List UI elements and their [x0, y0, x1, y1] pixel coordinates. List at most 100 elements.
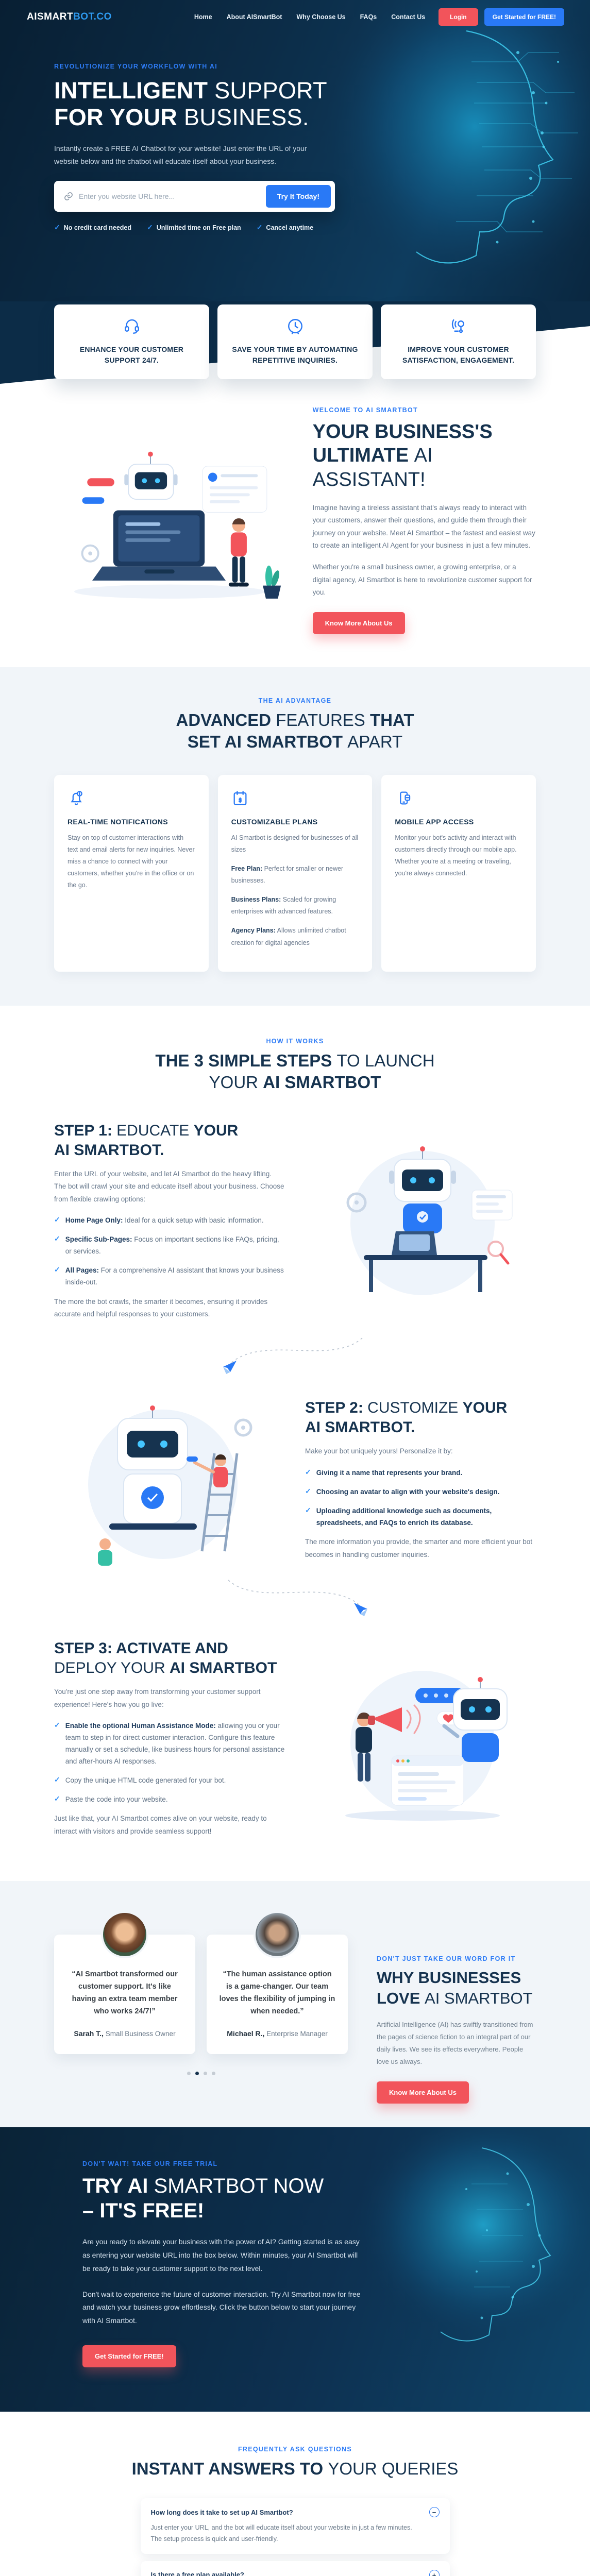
- welcome-paragraph-2: Whether you're a small business owner, a…: [312, 563, 532, 596]
- binary-face-graphic: [353, 2127, 590, 2344]
- testimonials-paragraph: Artificial Intelligence (AI) has swiftly…: [377, 2020, 533, 2065]
- carousel-dot[interactable]: [187, 2071, 191, 2075]
- engagement-icon: [449, 319, 468, 337]
- check-icon: ✓: [54, 1234, 60, 1243]
- brand-logo: AISMARTBOT.CO: [27, 11, 112, 22]
- check-icon: ✓: [305, 1486, 311, 1495]
- nav-links: Home About AISmartBot Why Choose Us FAQs…: [194, 13, 425, 21]
- avatar-sarah: [101, 1911, 148, 1959]
- benefit-card-support: ENHANCE YOUR CUSTOMER SUPPORT 24/7.: [54, 304, 209, 379]
- hero-title: INTELLIGENT SUPPORT FOR YOUR BUSINESS.: [54, 77, 327, 131]
- free-trial-heading: TRY AI SMARTBOT NOW – IT'S FREE!: [82, 2174, 324, 2222]
- feature-card-mobile: MOBILE APP ACCESS Monitor your bot's act…: [381, 774, 536, 972]
- free-trial-paragraph-2: Don't wait to experience the future of c…: [82, 2290, 361, 2325]
- carousel-dot-active[interactable]: [195, 2071, 199, 2075]
- check-icon: ✓: [54, 1215, 60, 1224]
- testimonial-quote: “The human assistance option is a game-c…: [219, 1970, 335, 2015]
- faq-question: How long does it take to set up AI Smart…: [150, 2508, 293, 2516]
- website-url-form: Try It Today!: [54, 181, 335, 212]
- know-more-button[interactable]: Know More About Us: [312, 612, 405, 635]
- check-icon: ✓: [305, 1505, 311, 1514]
- benefit-card-time: SAVE YOUR TIME BY AUTOMATING REPETITIVE …: [217, 304, 373, 379]
- check-icon: ✓: [305, 1467, 311, 1476]
- benefit-card-satisfaction: IMPROVE YOUR CUSTOMER SATISFACTION, ENGA…: [381, 304, 536, 379]
- hero-description: Instantly create a FREE AI Chatbot for y…: [54, 144, 307, 165]
- faq-question: Is there a free plan available?: [150, 2571, 244, 2576]
- welcome-eyebrow: WELCOME TO AI SMARTBOT: [312, 406, 418, 414]
- nav-item-contact[interactable]: Contact Us: [391, 13, 426, 21]
- dashed-connector: [54, 1577, 536, 1620]
- check-icon: ✓: [54, 1794, 60, 1803]
- how-eyebrow: HOW IT WORKS: [266, 1037, 324, 1045]
- how-it-works-section: HOW IT WORKS THE 3 SIMPLE STEPS TO LAUNC…: [0, 1006, 590, 1852]
- get-started-free-button[interactable]: Get Started for FREE!: [82, 2345, 176, 2368]
- advantage-section: THE AI ADVANTAGE ADVANCED FEATURES THAT …: [0, 667, 590, 1006]
- carousel-dot[interactable]: [211, 2071, 215, 2075]
- testimonial-quote: “AI Smartbot transformed our customer su…: [72, 1970, 178, 2015]
- advantage-eyebrow: THE AI ADVANTAGE: [258, 697, 332, 705]
- testimonial-card: “AI Smartbot transformed our customer su…: [54, 1911, 195, 2054]
- faq-item[interactable]: Is there a free plan available? +: [140, 2561, 450, 2576]
- hero-section: AISMARTBOT.CO Home About AISmartBot Why …: [0, 0, 590, 301]
- plus-icon[interactable]: +: [429, 2570, 440, 2576]
- get-started-button[interactable]: Get Started for FREE!: [484, 8, 564, 26]
- testimonial-name: Sarah T.,: [74, 2029, 104, 2038]
- dashed-connector: [54, 1335, 536, 1378]
- clock-icon: [286, 319, 305, 337]
- free-trial-eyebrow: DON'T WAIT! TAKE OUR FREE TRIAL: [82, 2160, 218, 2167]
- check-icon: ✓: [147, 223, 153, 232]
- nav-item-about[interactable]: About AISmartBot: [226, 13, 282, 21]
- carousel-dot[interactable]: [203, 2071, 207, 2075]
- check-icon: ✓: [54, 1775, 60, 1784]
- step-3-illustration: [345, 1671, 508, 1821]
- step-2-row: STEP 2: CUSTOMIZE YOUR AI SMARTBOT. Make…: [54, 1397, 536, 1572]
- step-1-title: STEP 1: EDUCATE YOUR AI SMARTBOT.: [54, 1122, 239, 1159]
- step-1-illustration: [346, 1146, 512, 1295]
- testimonial-name: Michael R.,: [227, 2029, 265, 2038]
- top-navigation: AISMARTBOT.CO Home About AISmartBot Why …: [0, 0, 590, 33]
- faq-section: FREQUENTLY ASK QUESTIONS INSTANT ANSWERS…: [0, 2412, 590, 2576]
- pricing-calendar-icon: [231, 790, 249, 809]
- avatar-michael: [254, 1911, 301, 1959]
- circuit-head-graphic: [301, 0, 590, 301]
- faq-eyebrow: FREQUENTLY ASK QUESTIONS: [238, 2446, 352, 2453]
- free-trial-paragraph-1: Are you ready to elevate your business w…: [82, 2237, 360, 2273]
- step-2-title: STEP 2: CUSTOMIZE YOUR AI SMARTBOT.: [305, 1399, 508, 1436]
- testimonials-heading: WHY BUSINESSES LOVE AI SMARTBOT: [377, 1969, 533, 2008]
- testimonials-eyebrow: DON'T JUST TAKE OUR WORD FOR IT: [377, 1955, 516, 1963]
- minus-icon[interactable]: −: [429, 2507, 440, 2518]
- welcome-paragraph-1: Imagine having a tireless assistant that…: [312, 504, 535, 549]
- nav-item-faqs[interactable]: FAQs: [360, 13, 377, 21]
- advantage-heading: ADVANCED FEATURES THAT SET AI SMARTBOT A…: [176, 710, 414, 752]
- how-heading: THE 3 SIMPLE STEPS TO LAUNCH YOUR AI SMA…: [155, 1050, 435, 1092]
- welcome-section: WELCOME TO AI SMARTBOT YOUR BUSINESS'S U…: [0, 384, 590, 667]
- check-icon: ✓: [54, 1720, 60, 1729]
- carousel-dots: [54, 2071, 348, 2075]
- feature-card-notifications: REAL-TIME NOTIFICATIONS Stay on top of c…: [54, 774, 209, 972]
- check-icon: ✓: [256, 223, 263, 232]
- hero-eyebrow: REVOLUTIONIZE YOUR WORKFLOW WITH AI: [54, 63, 218, 70]
- step-2-illustration: [88, 1405, 252, 1566]
- step-3-title: STEP 3: ACTIVATE AND DEPLOY YOUR AI SMAR…: [54, 1640, 277, 1676]
- headset-icon: [123, 319, 141, 337]
- know-more-button[interactable]: Know More About Us: [377, 2081, 469, 2104]
- link-icon: [63, 191, 74, 201]
- website-url-input[interactable]: [79, 192, 266, 201]
- login-button[interactable]: Login: [438, 8, 478, 26]
- feature-card-plans: CUSTOMIZABLE PLANS AI Smartbot is design…: [217, 774, 373, 972]
- testimonials-section: “AI Smartbot transformed our customer su…: [0, 1881, 590, 2127]
- bell-icon: [68, 790, 85, 809]
- nav-item-why[interactable]: Why Choose Us: [296, 13, 346, 21]
- free-trial-section: DON'T WAIT! TAKE OUR FREE TRIAL TRY AI S…: [0, 2127, 590, 2412]
- faq-heading: INSTANT ANSWERS TO YOUR QUERIES: [131, 2459, 459, 2479]
- faq-item-expanded[interactable]: How long does it take to set up AI Smart…: [140, 2498, 450, 2554]
- step-3-row: STEP 3: ACTIVATE AND DEPLOY YOUR AI SMAR…: [54, 1639, 536, 1847]
- testimonial-card: “The human assistance option is a game-c…: [207, 1911, 348, 2054]
- mobile-app-icon: [395, 791, 412, 809]
- try-it-today-button[interactable]: Try It Today!: [265, 185, 331, 208]
- step-1-row: STEP 1: EDUCATE YOUR AI SMARTBOT. Enter …: [54, 1121, 536, 1330]
- testimonial-role: Enterprise Manager: [266, 2029, 328, 2038]
- welcome-heading: YOUR BUSINESS'S ULTIMATE AI ASSISTANT!: [312, 421, 493, 490]
- nav-item-home[interactable]: Home: [194, 13, 212, 21]
- benefit-cards-strip: ENHANCE YOUR CUSTOMER SUPPORT 24/7. SAVE…: [0, 301, 590, 384]
